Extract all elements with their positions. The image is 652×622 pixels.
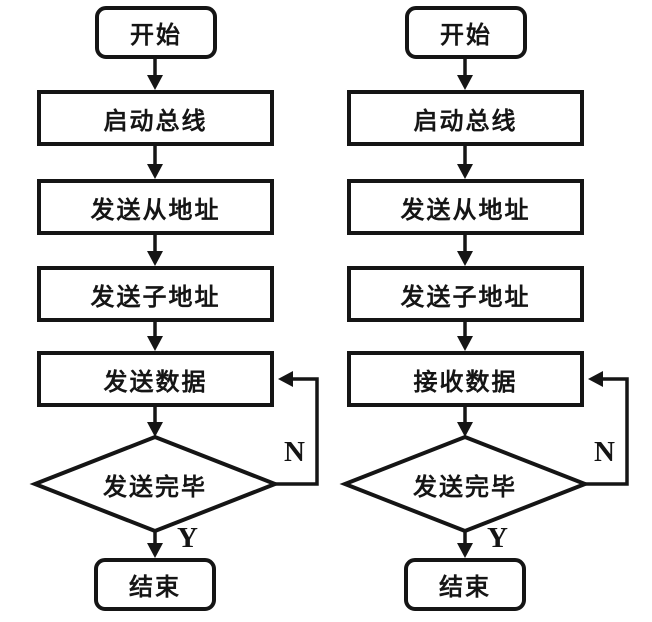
branch-label-yes: Y [487,522,508,554]
arrowhead-down [147,164,163,179]
loop-line-no [275,377,319,486]
arrowhead-down [147,75,163,90]
process-send-slave-address: 发送从地址 [37,179,274,235]
arrowhead-down [457,164,473,179]
decision-label: 发送完毕 [103,473,207,501]
decision-label: 发送完毕 [413,473,517,501]
arrowhead-down [457,251,473,266]
arrowhead-down [457,336,473,351]
process-send-data: 发送数据 [37,351,274,407]
connector-layer [29,59,319,558]
terminal-start: 开始 [405,6,527,59]
loop-line-no [585,377,629,486]
flowchart-send: 开始 启动总线 发送从地址 发送子地址 发送数据 发送完毕 结束 N Y [29,6,319,611]
terminal-start: 开始 [95,6,217,59]
terminal-end: 结束 [404,558,526,611]
arrowhead-left [278,371,293,387]
process-receive-data: 接收数据 [347,351,584,407]
arrowhead-down [147,422,163,437]
process-send-slave-address: 发送从地址 [347,179,584,235]
connector-layer [339,59,629,558]
branch-label-no: N [284,436,305,468]
arrowhead-down [457,75,473,90]
arrowhead-left [588,371,603,387]
arrowhead-down [147,543,163,558]
process-send-sub-address: 发送子地址 [347,266,584,322]
arrowhead-down [457,422,473,437]
branch-label-no: N [594,436,615,468]
process-start-bus: 启动总线 [347,90,584,146]
arrowhead-down [147,251,163,266]
arrowhead-down [147,336,163,351]
terminal-end: 结束 [94,558,216,611]
flowchart-receive: 开始 启动总线 发送从地址 发送子地址 接收数据 发送完毕 结束 N Y [310,0,640,622]
process-send-sub-address: 发送子地址 [37,266,274,322]
process-start-bus: 启动总线 [37,90,274,146]
branch-label-yes: Y [177,522,198,554]
arrowhead-down [457,543,473,558]
